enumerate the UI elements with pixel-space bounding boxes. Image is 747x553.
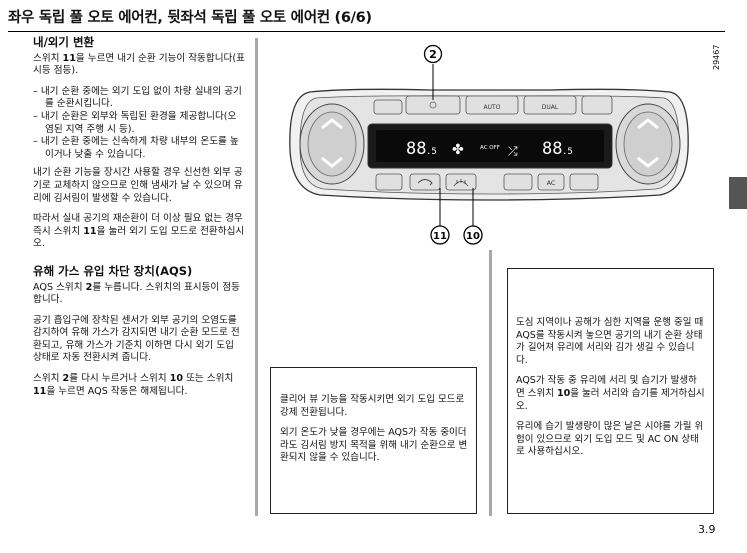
right-temp-decimal: .5	[562, 147, 573, 157]
recirculation-advice: 따라서 실내 공기의 재순환이 더 이상 필요 없는 경우 즉시 스위치 11을…	[33, 213, 245, 251]
recirculation-icon	[417, 179, 433, 186]
bullet-item: – 내기 순환은 외부와 독립된 환경을 제공합니다(오염된 지역 주행 시 등…	[33, 110, 237, 135]
switch-ref: 2	[62, 373, 70, 385]
text: 또는 스위치	[183, 373, 234, 385]
fan-icon: ✤	[452, 142, 464, 158]
callout-10: 10	[463, 188, 483, 245]
chevron-down-icon	[637, 156, 659, 168]
page-title: 좌우 독립 풀 오토 에어컨, 뒷좌석 독립 풀 오토 에어컨 (6/6)	[8, 10, 372, 26]
switch-ref: 11	[62, 52, 76, 64]
aqs-p1: AQS 스위치 2를 누릅니다. 스위치의 표시등이 점등합니다.	[33, 282, 245, 307]
aqs-p2: 공기 흡입구에 장착된 센서가 외부 공기의 오염도를 감지하여 유해 가스가 …	[33, 314, 240, 364]
recirculation-button	[409, 173, 441, 191]
switch-ref: 10	[557, 387, 571, 399]
chevron-up-icon	[637, 118, 659, 130]
note-text: AQS가 작동 중 유리에 서리 및 습기가 발생하면 스위치 10을 눌러 서…	[516, 375, 705, 413]
note-box-aqs-caution: 도심 지역이나 공해가 심한 지역을 운행 중일 때 AQS를 작동시켜 놓으면…	[507, 268, 714, 514]
bottom-button-row: AC	[375, 173, 599, 191]
fan-top-button	[581, 95, 613, 115]
display-panel: 88 .5 ✤ AC OFF ⤮ 88 .5	[367, 123, 613, 169]
rear-defrost-button	[375, 173, 403, 191]
chevron-up-icon	[321, 118, 343, 130]
page-number: 3.9	[698, 523, 716, 536]
auto-label: AUTO	[484, 104, 501, 111]
switch-ref: 2	[85, 281, 93, 293]
text: 스위치	[33, 52, 63, 64]
right-temp-knob	[615, 103, 681, 185]
ac-off-label: AC OFF	[480, 145, 500, 151]
defrost-icon	[453, 179, 469, 187]
chevron-down-icon	[321, 156, 343, 168]
section-heading-recirculation: 내/외기 변환	[33, 35, 95, 49]
text: AQS가 작동 중 유리에 서리 및 습기가 발생하면 스위치	[516, 375, 697, 399]
text: 따라서 실내 공기의 재순환이 더 이상 필요 없는 경우 즉시 스위치	[33, 213, 243, 237]
climate-panel-diagram: AUTO DUAL 88 .5 ✤ AC OFF ⤮ 88 .5 AC 2	[289, 44, 689, 245]
text: 을 누르면 내기 순환 기능이 작동합니다(표시등 점등).	[33, 52, 245, 77]
airflow-icon: ⤮	[508, 144, 518, 158]
left-temp-knob	[299, 103, 365, 185]
text: 스위치	[33, 373, 63, 385]
note-text: 유리에 습기 발생량이 많은 날은 시야를 가릴 위험이 있으므로 외기 도입 …	[516, 421, 704, 458]
switch-ref: 11	[83, 225, 97, 237]
note-text: 도심 지역이나 공해가 심한 지역을 운행 중일 때 AQS를 작동시켜 놓으면…	[516, 317, 704, 366]
ac-label: AC	[547, 179, 556, 187]
text: AQS 스위치	[33, 281, 86, 293]
bullet-item: – 내기 순환 중에는 외기 도입 없이 차량 실내의 공기를 순환시킵니다.	[33, 85, 242, 110]
ac-button	[537, 173, 565, 191]
callout-label: 2	[429, 48, 437, 61]
callout-label: 11	[433, 231, 447, 242]
title-rule	[8, 31, 725, 32]
figure-ref: 29467	[712, 44, 721, 70]
text: 을 누르면 AQS 작동은 해제됩니다.	[46, 385, 188, 397]
section-heading-aqs: 유해 가스 유입 차단 장치(AQS)	[33, 263, 193, 278]
dual-button	[523, 95, 577, 115]
text: 를 다시 누르거나 스위치	[69, 373, 170, 385]
dual-label: DUAL	[542, 104, 559, 111]
seat-button	[569, 173, 599, 191]
mode-top-button	[373, 99, 403, 115]
callout-11: 11	[430, 188, 450, 245]
aqs-p3: 스위치 2를 다시 누르거나 스위치 10 또는 스위치 11을 누르면 AQS…	[33, 373, 245, 398]
recirculation-intro: 스위치 11을 누르면 내기 순환 기능이 작동합니다(표시등 점등).	[33, 53, 245, 78]
switch-ref: 11	[33, 385, 47, 397]
rear-window-button	[503, 173, 533, 191]
note-text: 외기 온도가 낮을 경우에는 AQS가 작동 중이더라도 김서림 방지 목적을 …	[280, 427, 468, 464]
recirculation-bullets: – 내기 순환 중에는 외기 도입 없이 차량 실내의 공기를 순환시킵니다. …	[33, 86, 245, 162]
margin-bar	[255, 38, 258, 516]
text: 을 눌러 외기 도입 모드로 전환하십시오.	[33, 225, 245, 250]
margin-bar	[489, 250, 492, 516]
top-button-row: AUTO DUAL	[373, 95, 613, 115]
callout-label: 10	[466, 231, 480, 242]
left-column: 내/외기 변환 스위치 11을 누르면 내기 순환 기능이 작동합니다(표시등 …	[33, 36, 245, 406]
right-temp-display: 88	[542, 139, 562, 159]
bullet-item: – 내기 순환 중에는 신속하게 차량 내부의 온도를 높이거나 낮출 수 있습…	[33, 136, 239, 160]
note-text: 클리어 뷰 기능을 작동시키면 외기 도입 모드로 강제 전환됩니다.	[280, 394, 465, 418]
note-box-clear-view: 클리어 뷰 기능을 작동시키면 외기 도입 모드로 강제 전환됩니다. 외기 온…	[270, 367, 477, 514]
aqs-indicator	[429, 101, 437, 109]
recirculation-warning: 내기 순환 기능을 장시간 사용할 경우 신선한 외부 공기로 교체하지 않으므…	[33, 167, 243, 204]
callout-2: 2	[423, 44, 443, 100]
auto-button	[465, 95, 519, 115]
text: 를 누릅니다. 스위치의 표시등이 점등합니다.	[33, 281, 240, 306]
left-temp-display: 88	[406, 139, 426, 159]
chapter-tab	[729, 177, 747, 209]
switch-ref: 10	[169, 373, 184, 385]
text: 을 눌러 서리와 습기를 제거하십시오.	[516, 387, 705, 412]
left-temp-decimal: .5	[426, 147, 437, 157]
